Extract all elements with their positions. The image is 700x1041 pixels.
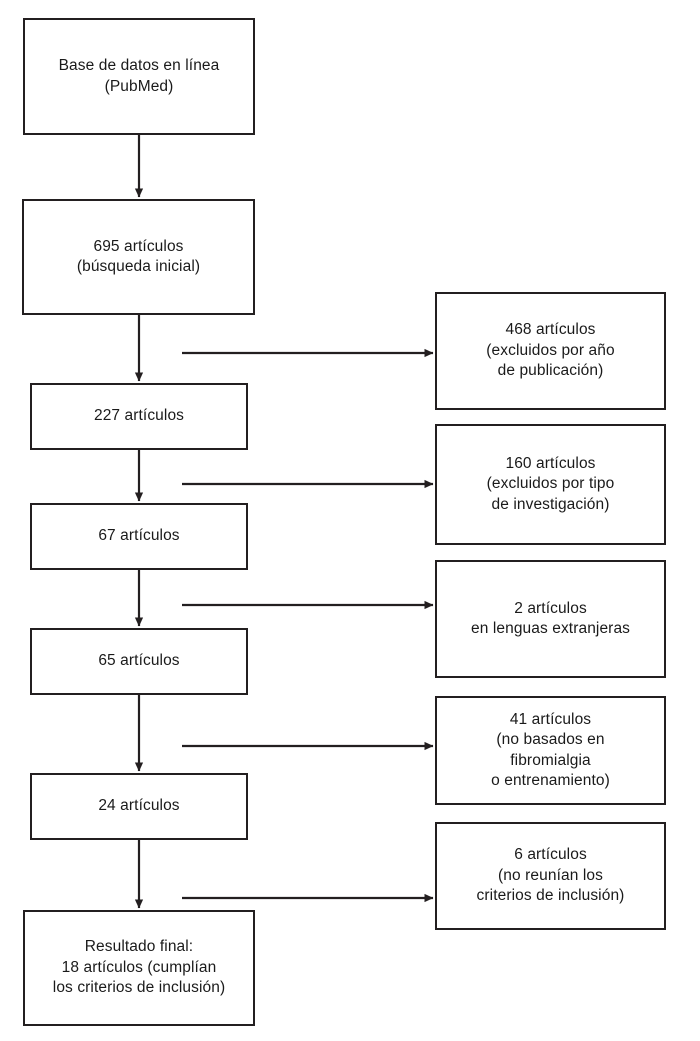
flow-node-stage-227: 227 artículos bbox=[30, 383, 248, 450]
flow-node-initial-label: 695 artículos (búsqueda inicial) bbox=[76, 237, 201, 275]
flow-node-initial: 695 artículos (búsqueda inicial) bbox=[22, 199, 255, 315]
exclusion-node-excl-6: 6 artículos (no reunían los criterios de… bbox=[435, 822, 666, 930]
exclusion-node-excl-41-label: 41 artículos (no basados en fibromialgia… bbox=[491, 710, 610, 789]
exclusion-node-excl-468: 468 artículos (excluidos por año de publ… bbox=[435, 292, 666, 410]
flow-node-stage-24-label: 24 artículos bbox=[98, 797, 180, 815]
flow-node-stage-67-label: 67 artículos bbox=[98, 527, 180, 545]
flow-node-source-label: Base de datos en línea (PubMed) bbox=[58, 57, 220, 95]
flow-node-stage-24: 24 artículos bbox=[30, 773, 248, 840]
flow-node-final-label: Resultado final: 18 artículos (cumplían … bbox=[52, 938, 226, 997]
flow-node-source: Base de datos en línea (PubMed) bbox=[23, 18, 255, 135]
flow-node-final: Resultado final: 18 artículos (cumplían … bbox=[23, 910, 255, 1026]
flow-node-stage-67: 67 artículos bbox=[30, 503, 248, 570]
exclusion-node-excl-2: 2 artículos en lenguas extranjeras bbox=[435, 560, 666, 678]
exclusion-node-excl-160: 160 artículos (excluidos por tipo de inv… bbox=[435, 424, 666, 545]
exclusion-node-excl-2-label: 2 artículos en lenguas extranjeras bbox=[470, 599, 631, 637]
exclusion-node-excl-468-label: 468 artículos (excluidos por año de publ… bbox=[486, 321, 615, 380]
flow-node-stage-65-label: 65 artículos bbox=[98, 652, 180, 670]
exclusion-node-excl-6-label: 6 artículos (no reunían los criterios de… bbox=[476, 846, 625, 905]
flow-node-stage-65: 65 artículos bbox=[30, 628, 248, 695]
flow-node-stage-227-label: 227 artículos bbox=[93, 407, 185, 425]
exclusion-node-excl-160-label: 160 artículos (excluidos por tipo de inv… bbox=[486, 454, 615, 513]
exclusion-node-excl-41: 41 artículos (no basados en fibromialgia… bbox=[435, 696, 666, 805]
